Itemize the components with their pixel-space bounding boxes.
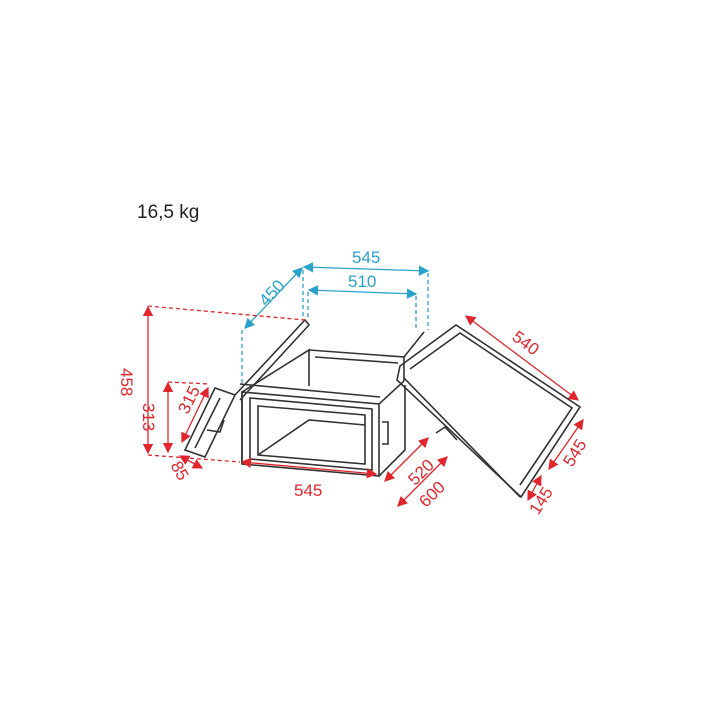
dim-lid-thickness: 85: [167, 458, 193, 484]
dim-right-lid-length: 540: [509, 327, 543, 359]
dim-top-outer-width: 545: [352, 248, 380, 267]
case-body: [239, 348, 406, 477]
dim-total-height: 458: [117, 368, 136, 396]
dim-lid-height: 313: [139, 403, 158, 431]
dim-top-inner-width: 510: [348, 272, 376, 291]
red-dimensions: [142, 305, 584, 507]
dim-lid-slant: 315: [174, 383, 204, 417]
blue-dimensions: [241, 262, 430, 385]
dim-right-lid-thickness: 145: [526, 484, 557, 518]
dim-top-depth: 450: [255, 276, 288, 310]
weight-label: 16,5 kg: [137, 202, 200, 223]
dim-right-lid-width: 545: [559, 436, 590, 470]
dim-front-width: 545: [294, 481, 322, 500]
